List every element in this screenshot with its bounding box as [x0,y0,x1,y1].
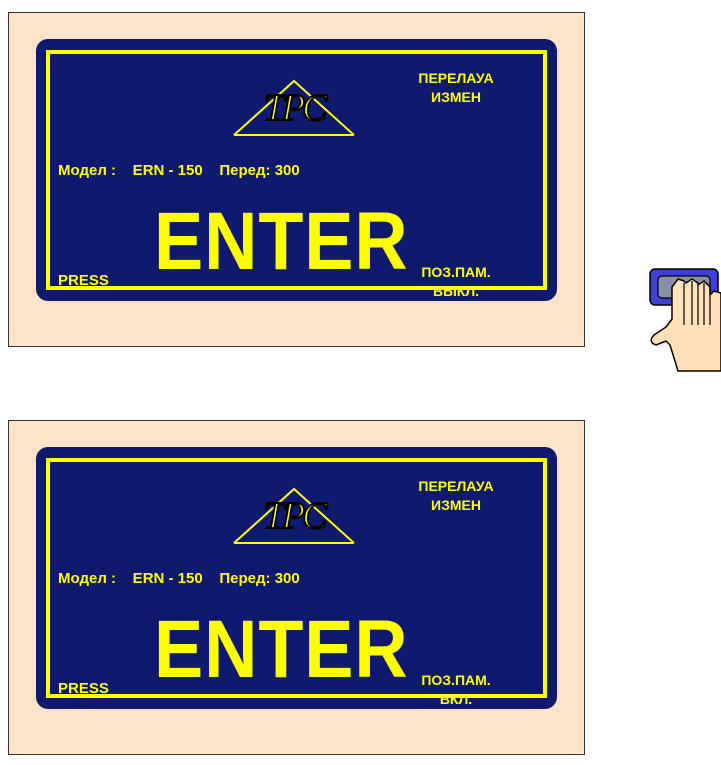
lcd-screen: TPC ПЕРЕЛАУА ИЗМЕН Модел : ERN - 150 Пер… [36,447,557,709]
mode-label-line-2: ИЗМЕН [386,496,526,515]
press-text: PRESS [58,680,109,697]
enter-text: ENTER [154,194,409,290]
display-panel-top: TPC ПЕРЕЛАУА ИЗМЕН Модел : ERN - 150 Пер… [8,12,585,347]
mode-label-line-1: ПЕРЕЛАУА [386,477,526,496]
memory-label-line-1: ПОЗ.ПАМ. [386,671,526,690]
logo-text: TPC [224,485,364,547]
memory-label: ПОЗ.ПАМ. ВКЛ. [386,671,526,709]
enter-text: ENTER [154,602,409,698]
memory-label: ПОЗ.ПАМ. ВЫКЛ. [386,263,526,301]
press-text: PRESS [58,272,109,289]
mode-label: ПЕРЕЛАУА ИЗМЕН [386,69,526,107]
memory-state: ВЫКЛ. [386,282,526,301]
tpc-logo: TPC [224,77,364,139]
logo-text: TPC [224,77,364,139]
tpc-logo: TPC [224,485,364,547]
display-panel-bottom: TPC ПЕРЕЛАУА ИЗМЕН Модел : ERN - 150 Пер… [8,420,585,755]
lcd-screen: TPC ПЕРЕЛАУА ИЗМЕН Модел : ERN - 150 Пер… [36,39,557,301]
hand-pressing-button-icon[interactable] [648,267,721,377]
mode-label-line-1: ПЕРЕЛАУА [386,69,526,88]
memory-state: ВКЛ. [386,690,526,709]
memory-label-line-1: ПОЗ.ПАМ. [386,263,526,282]
mode-label-line-2: ИЗМЕН [386,88,526,107]
mode-label: ПЕРЕЛАУА ИЗМЕН [386,477,526,515]
model-info: Модел : ERN - 150 Перед: 300 [58,570,300,587]
model-info: Модел : ERN - 150 Перед: 300 [58,162,300,179]
